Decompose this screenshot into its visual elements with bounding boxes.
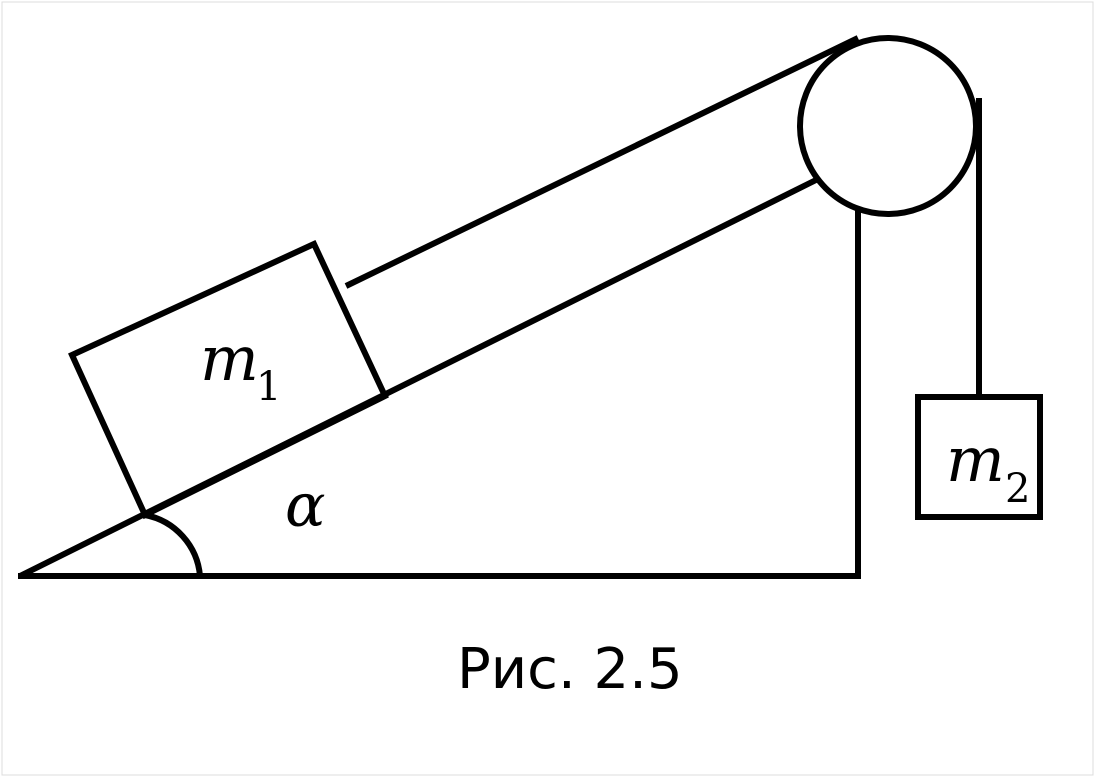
string-incline xyxy=(344,35,860,289)
label-alpha: α xyxy=(285,471,326,541)
block-m2 xyxy=(915,394,1043,520)
block-m1 xyxy=(68,240,389,520)
figure-caption: Рис. 2.5 xyxy=(457,637,683,702)
angle-arc xyxy=(144,512,203,577)
label-m2: m2 xyxy=(946,423,1030,512)
label-m1: m1 xyxy=(200,322,281,410)
incline-slope xyxy=(18,177,818,579)
pulley xyxy=(797,35,979,217)
